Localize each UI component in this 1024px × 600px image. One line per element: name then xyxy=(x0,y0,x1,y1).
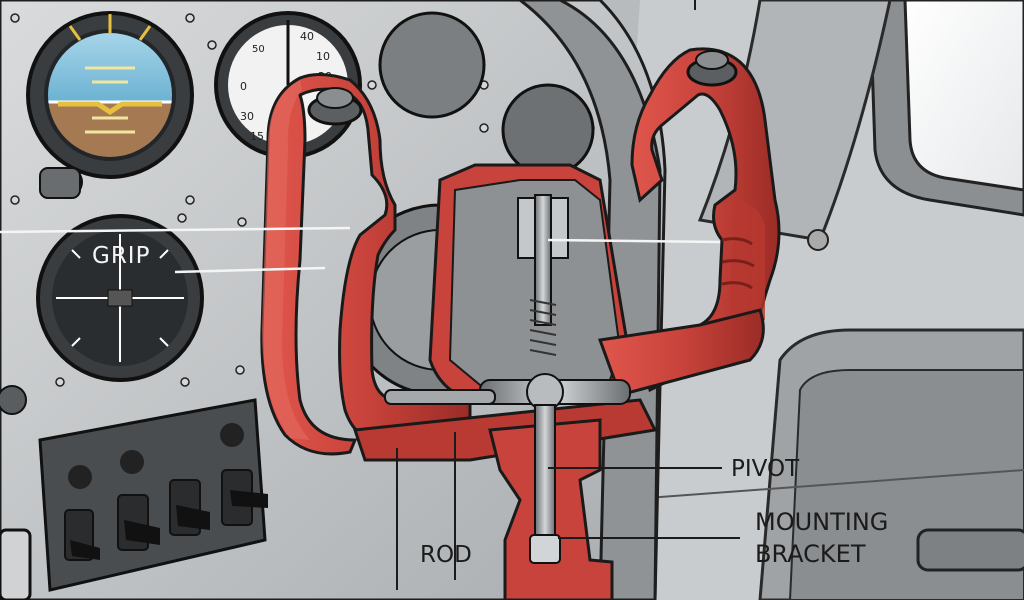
grip-label: GRIP xyxy=(92,243,151,269)
gauge-tick-label: 30 xyxy=(240,110,254,123)
empty-gauge-socket xyxy=(501,83,595,177)
door-panel xyxy=(619,328,1024,600)
yoke-body xyxy=(260,47,781,600)
gauge-tick-label: 40 xyxy=(300,30,314,43)
panel-knob xyxy=(0,385,27,415)
internal-mechanism xyxy=(384,194,631,564)
rod-label: ROD xyxy=(420,542,472,568)
gauge-tick-label: 10 xyxy=(316,50,330,63)
attitude-indicator-icon xyxy=(26,11,194,199)
cabin-window xyxy=(868,0,1024,217)
yoke-button-icon[interactable] xyxy=(686,50,738,87)
mounting-bracket-label-line1: MOUNTING xyxy=(755,508,889,536)
door-handle xyxy=(916,528,1024,572)
switch-panel xyxy=(38,398,268,592)
gauge-tick-label: 15 xyxy=(250,130,264,143)
callout-leaders-dark xyxy=(396,0,740,590)
toggle-switch-icon[interactable] xyxy=(221,469,268,526)
callout-leaders xyxy=(0,226,721,274)
gauge-tick-label: 50 xyxy=(252,44,265,55)
gauge-tick-label: 0 xyxy=(240,80,247,93)
toggle-switch-icon[interactable] xyxy=(169,479,210,536)
toggle-switch-icon[interactable] xyxy=(117,494,160,551)
heading-gauge-icon xyxy=(36,214,204,382)
panel-lever xyxy=(0,528,32,600)
toggle-switch-icon[interactable] xyxy=(64,509,100,561)
yoke-button-icon[interactable] xyxy=(307,87,363,126)
empty-gauge-socket xyxy=(378,11,486,119)
mounting-bracket-label-line2: BRACKET xyxy=(755,540,866,568)
pivot-label: PIVOT xyxy=(731,456,800,482)
